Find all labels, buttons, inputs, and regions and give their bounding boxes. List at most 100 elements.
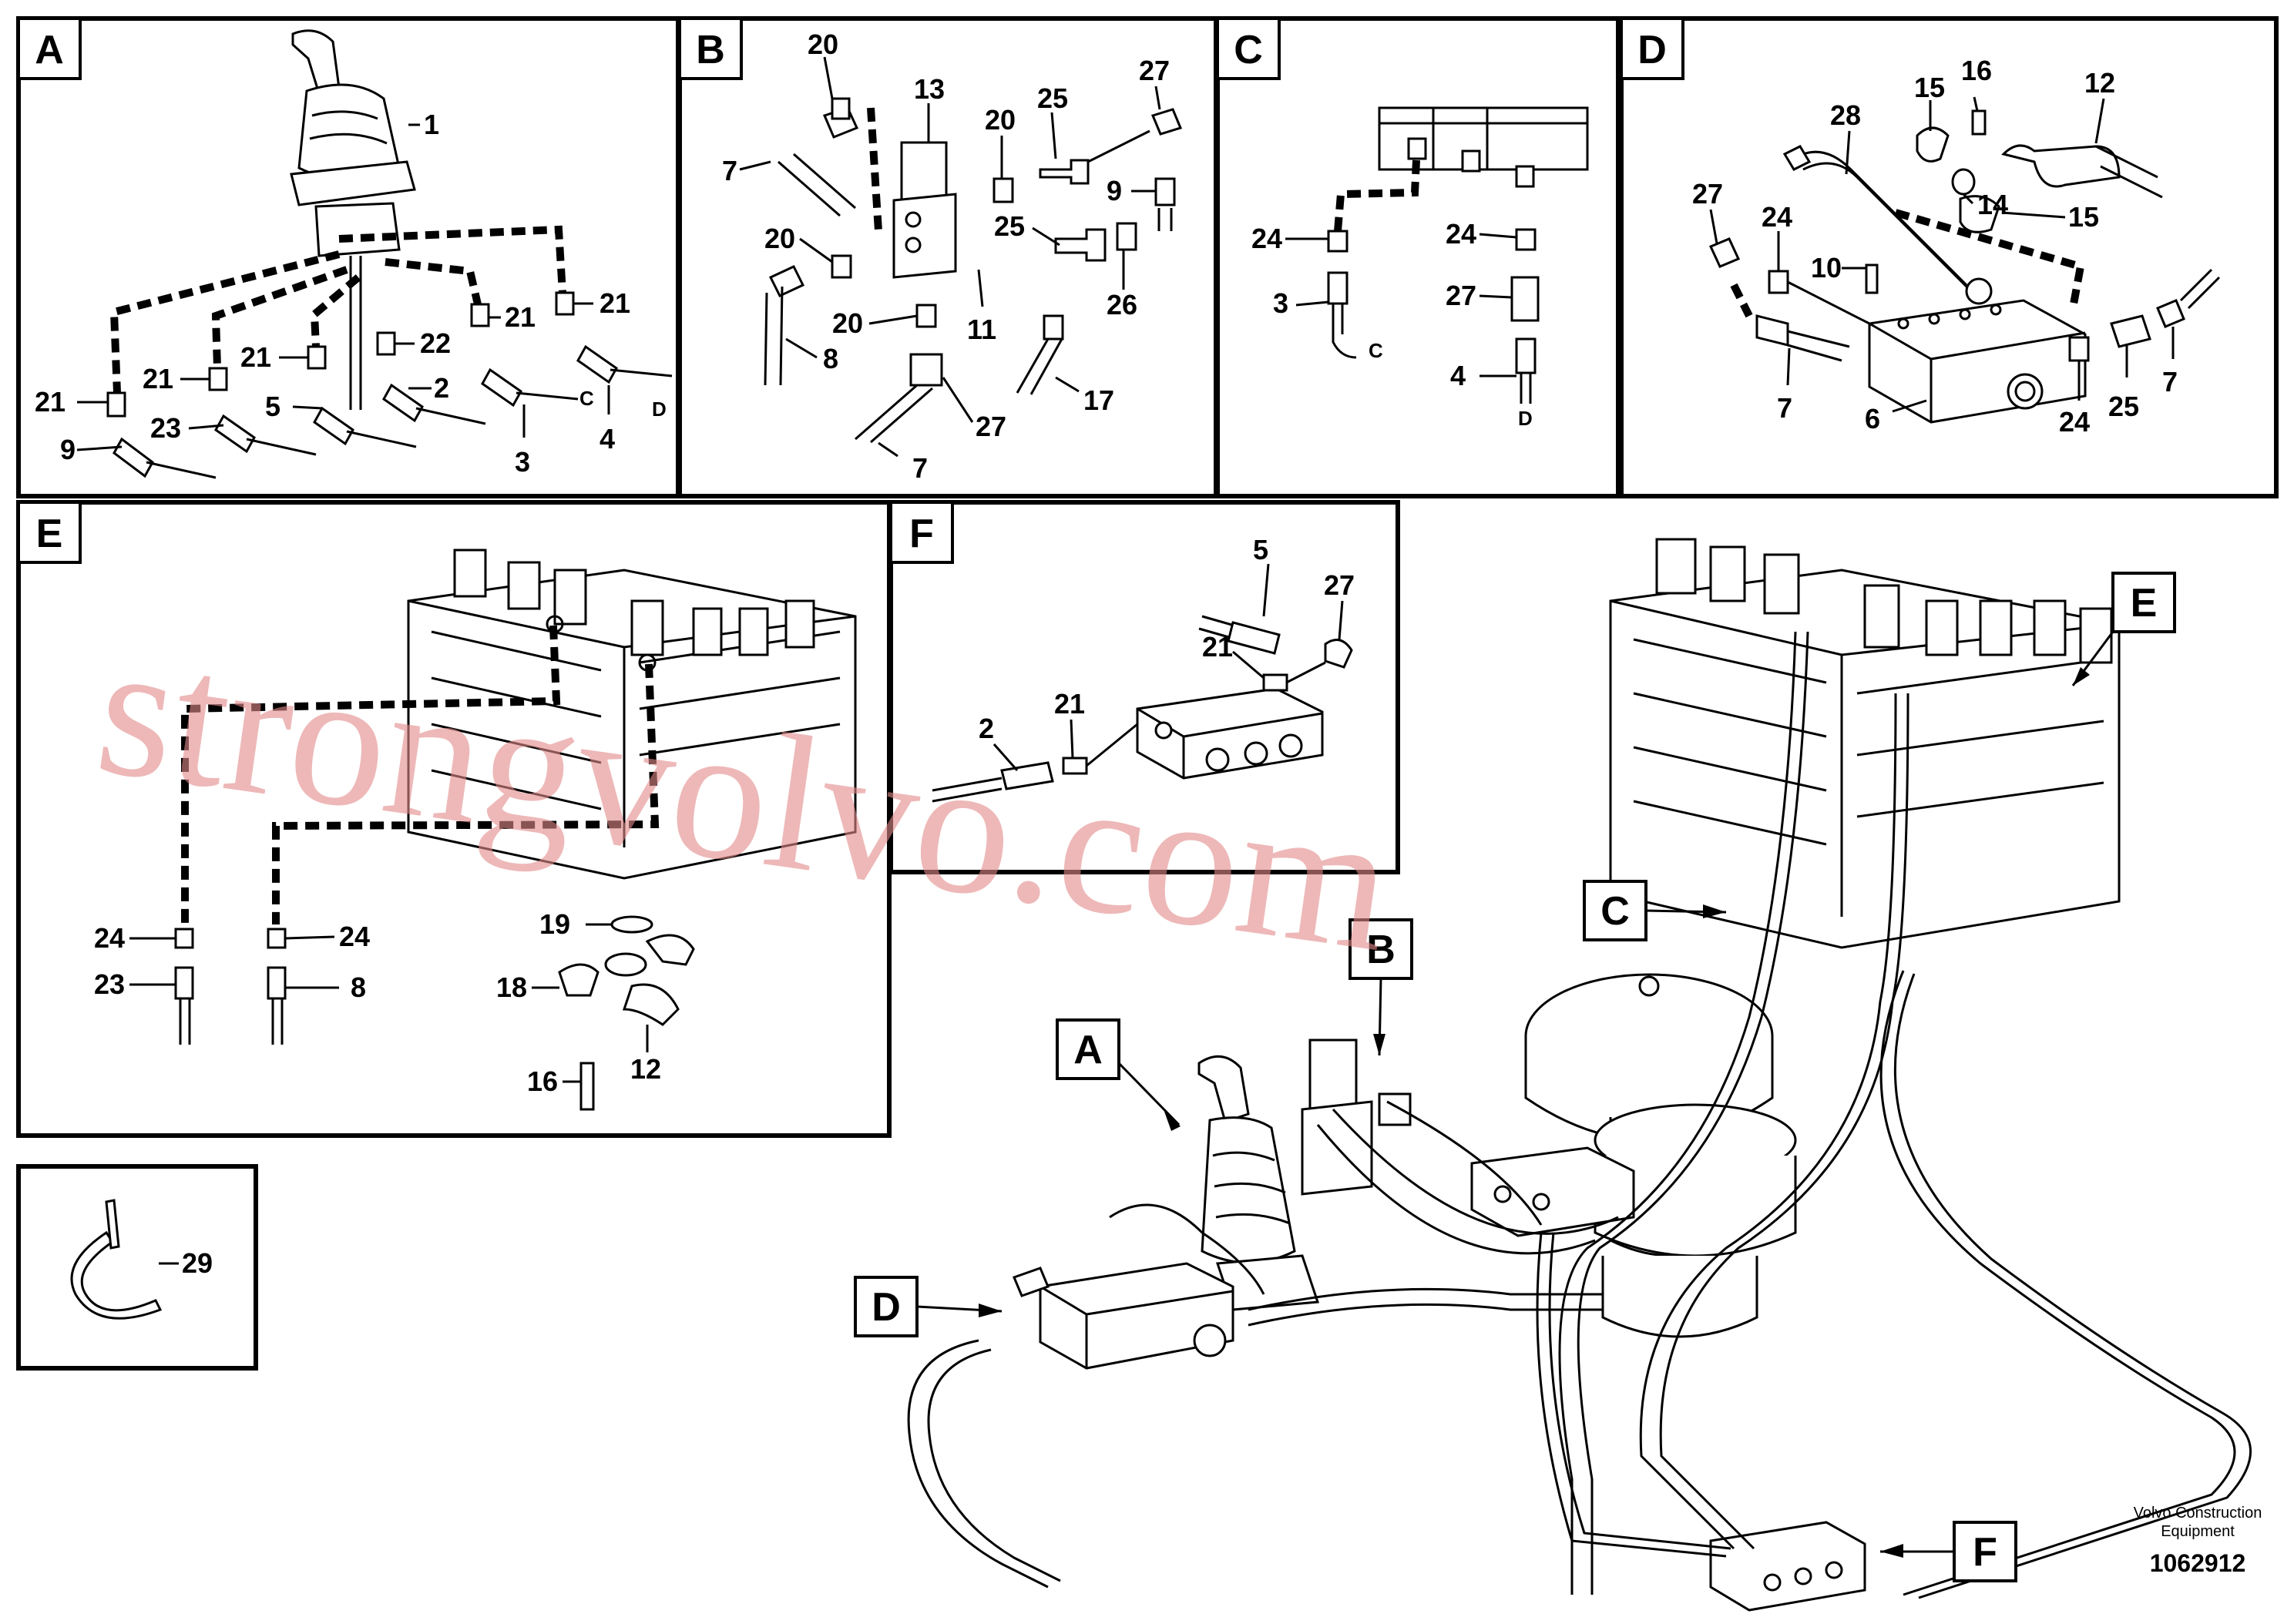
main-hoses [907, 631, 2252, 1599]
callout-c-24a: 24 [1251, 223, 1282, 254]
dashed-hose-a5 [385, 258, 482, 306]
callout-d-24a: 24 [1762, 201, 1792, 233]
callout-f-21a: 21 [1202, 631, 1233, 663]
main-manifold-center [1470, 1146, 1635, 1237]
callout-c-27: 27 [1446, 280, 1476, 311]
main-callout-c: C [1600, 889, 1630, 934]
panel-c: C 24 24 3 27 4 C D [1215, 16, 1621, 498]
callout-d-27: 27 [1692, 178, 1723, 210]
main-control-valve [1609, 538, 2121, 949]
callout-b-8: 8 [823, 343, 838, 374]
panel-a-label-box [17, 17, 82, 80]
panel-f-label-box [889, 501, 954, 564]
callout-d-6: 6 [1865, 403, 1880, 435]
dashed-hose-a1 [338, 225, 566, 294]
fittings-e [174, 915, 695, 1111]
panel-d-letter: D [1637, 28, 1667, 72]
panel-c-callouts: 24 24 3 27 4 C D [1251, 218, 1533, 430]
callout-c-3: 3 [1273, 287, 1288, 319]
panel-f-callouts: 5 27 21 2 21 [979, 534, 1355, 771]
main-callout-d-box [854, 1276, 919, 1337]
panel-c-letter: C [1234, 28, 1263, 72]
main-callout-f: F [1973, 1530, 1997, 1575]
callout-b-25b: 25 [994, 210, 1025, 242]
hose-tag-c-d: D [1518, 407, 1533, 430]
callout-a-21b: 21 [143, 363, 173, 394]
panel-e: E 24 2 [16, 500, 892, 1138]
panel-cable-tie: 29 [16, 1164, 258, 1371]
callout-d-12: 12 [2084, 67, 2115, 99]
callout-f-21b: 21 [1054, 688, 1085, 720]
panel-e-label-box [17, 501, 82, 564]
callout-e-16: 16 [527, 1065, 558, 1097]
callout-d-28: 28 [1830, 99, 1861, 131]
callout-a-23: 23 [150, 412, 181, 444]
panel-d: D 16 [1619, 16, 2279, 498]
main-callout-e: E [2131, 581, 2158, 626]
callout-b-17: 17 [1083, 384, 1114, 416]
detail-29-frame [16, 1164, 258, 1371]
callout-a-22: 22 [420, 327, 451, 359]
callout-f-2: 2 [979, 713, 994, 744]
dashed-hose-e2 [272, 663, 660, 924]
panel-a: A 1 21 21 21 [16, 16, 680, 498]
callout-c-4: 4 [1450, 360, 1466, 391]
block-drawing-f [932, 615, 1353, 803]
valve-drawing-b [764, 97, 1183, 444]
panel-f-frame [888, 500, 1400, 874]
callout-d-7a: 7 [1777, 392, 1792, 424]
callout-29: 29 [182, 1247, 213, 1279]
callout-f-27: 27 [1324, 569, 1355, 601]
panel-c-label-box [1216, 17, 1281, 80]
manifold-drawing-d [1708, 109, 2221, 424]
callout-e-24a: 24 [94, 922, 125, 954]
callout-b-25a: 25 [1037, 82, 1068, 114]
panel-b-callouts: 20 13 20 25 27 7 9 20 25 26 20 11 8 17 2… [722, 29, 1170, 484]
callout-d-15a: 15 [1914, 72, 1945, 103]
joystick-drawing [290, 29, 416, 410]
dashed-hose-e1 [181, 625, 561, 924]
callout-a-3: 3 [515, 446, 530, 478]
callout-b-7a: 7 [722, 155, 737, 186]
callout-d-24b: 24 [2059, 406, 2090, 438]
callout-d-7b: 7 [2162, 366, 2178, 398]
callout-b-7b: 7 [912, 452, 928, 484]
callout-b-26: 26 [1107, 289, 1137, 320]
panel-d-label-box [1620, 17, 1684, 80]
footer-company-line2: Equipment [2161, 1523, 2235, 1540]
main-callout-d: D [872, 1285, 901, 1330]
footer: Volvo Construction Equipment 1062912 [2134, 1505, 2262, 1577]
panel-a-callouts: 1 21 21 21 21 21 22 2 5 23 9 3 4 C D [35, 109, 667, 478]
callout-b-20c: 20 [764, 223, 795, 254]
callout-c-24b: 24 [1446, 218, 1476, 250]
callout-b-9: 9 [1107, 175, 1122, 206]
panel-d-callouts: 16 15 12 28 27 24 14 15 10 7 6 24 25 7 [1692, 55, 2178, 438]
main-callout-a: A [1073, 1028, 1103, 1072]
main-assembly: A B C D E F [854, 538, 2252, 1612]
callout-d-16: 16 [1961, 55, 1992, 86]
callout-a-9: 9 [60, 434, 76, 465]
fittings-a [106, 291, 673, 479]
panel-f: F 5 27 21 2 21 [888, 500, 1400, 874]
callout-a-21d: 21 [505, 301, 536, 333]
valve-block-c [1327, 106, 1589, 404]
footer-company: Volvo Construction [2134, 1505, 2262, 1522]
hose-tag-a-c: C [579, 387, 594, 410]
callout-a-1: 1 [424, 109, 439, 140]
callout-b-11: 11 [967, 314, 996, 345]
panel-d-frame [1619, 16, 2279, 498]
panel-c-frame [1215, 16, 1621, 498]
callout-a-2: 2 [434, 372, 449, 404]
hose-tag-a-d: D [652, 398, 667, 421]
panel-f-letter: F [909, 512, 934, 556]
callout-d-14: 14 [1977, 189, 2008, 220]
callout-d-10: 10 [1811, 252, 1842, 284]
main-callout-b: B [1366, 928, 1396, 972]
main-callout-f-box [1953, 1521, 2017, 1582]
main-callout-labels: A B C D E F [854, 572, 2176, 1582]
callout-b-13: 13 [914, 73, 945, 105]
main-pilot-valve [1301, 1038, 1412, 1196]
callout-b-27: 27 [1139, 55, 1170, 86]
callout-e-19: 19 [539, 908, 570, 940]
